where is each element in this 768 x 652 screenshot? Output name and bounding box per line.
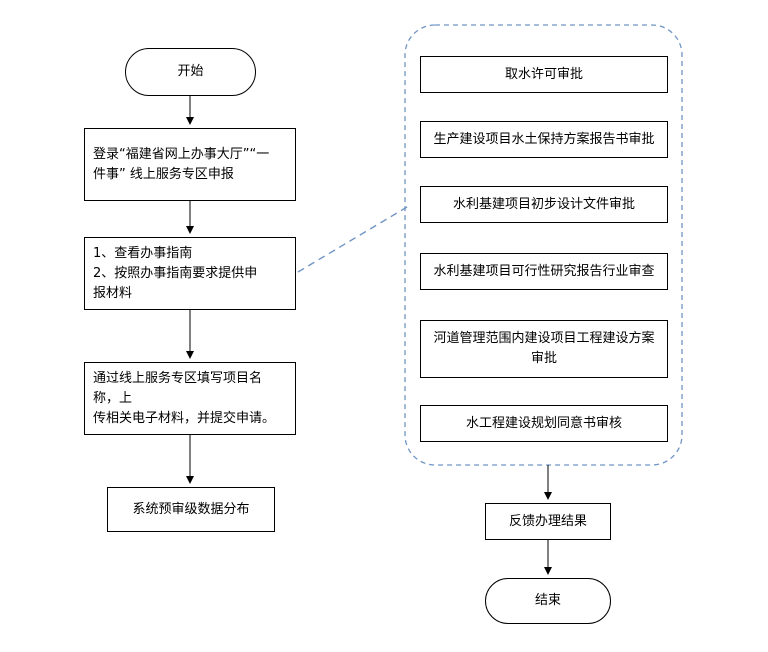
- login-step-line-2: 件事” 线上服务专区申报: [93, 166, 234, 182]
- approval-label-line-1: 河道管理范围内建设项目工程建设方案: [433, 331, 655, 346]
- approval-label: 水利基建项目可行性研究报告行业审查: [433, 263, 655, 279]
- approval-label-line-2: 审批: [530, 351, 557, 366]
- distribute-step-label: 系统预审级数据分布: [132, 501, 250, 517]
- approval-label: 生产建设项目水土保持方案报告书审批: [433, 131, 655, 147]
- approval-label: 水利基建项目初步设计文件审批: [452, 196, 635, 212]
- approval-label: 水工程建设规划同意书审核: [465, 415, 622, 431]
- feedback-box: 反馈办理结果: [485, 503, 611, 540]
- approval-box-river-management: 河道管理范围内建设项目工程建设方案 审批: [420, 320, 668, 378]
- start-label: 开始: [177, 64, 204, 79]
- approval-box-soil-conservation: 生产建设项目水土保持方案报告书审批: [420, 121, 668, 158]
- start-node: 开始: [125, 48, 256, 96]
- fill-step-line-1: 通过线上服务专区填写项目名称，上: [93, 370, 263, 406]
- approval-box-preliminary-design: 水利基建项目初步设计文件审批: [420, 186, 668, 223]
- approval-box-water-permit: 取水许可审批: [420, 56, 668, 93]
- approval-label: 取水许可审批: [504, 66, 583, 82]
- guide-step-line-2: 2、按照办事指南要求提供申: [93, 265, 258, 281]
- end-node: 结束: [485, 578, 611, 624]
- approval-box-feasibility-study: 水利基建项目可行性研究报告行业审查: [420, 253, 668, 290]
- fill-step-line-2: 传相关电子材料，并提交申请。: [93, 410, 276, 426]
- login-step-box: 登录“福建省网上办事大厅”“一 件事” 线上服务专区申报: [84, 128, 296, 201]
- fill-step-box: 通过线上服务专区填写项目名称，上 传相关电子材料，并提交申请。: [84, 362, 296, 435]
- feedback-label: 反馈办理结果: [508, 513, 587, 529]
- distribute-step-box: 系统预审级数据分布: [107, 487, 275, 532]
- approval-group-border: [404, 24, 683, 466]
- approval-box-planning-consent: 水工程建设规划同意书审核: [420, 405, 668, 442]
- login-step-line-1: 登录“福建省网上办事大厅”“一: [93, 146, 270, 162]
- end-label: 结束: [534, 593, 561, 608]
- guide-step-box: 1、查看办事指南 2、按照办事指南要求提供申 报材料: [84, 237, 296, 310]
- guide-step-line-3: 报材料: [93, 285, 133, 301]
- guide-step-line-1: 1、查看办事指南: [93, 245, 193, 261]
- dashed-link-guide-to-approvals: [297, 206, 408, 273]
